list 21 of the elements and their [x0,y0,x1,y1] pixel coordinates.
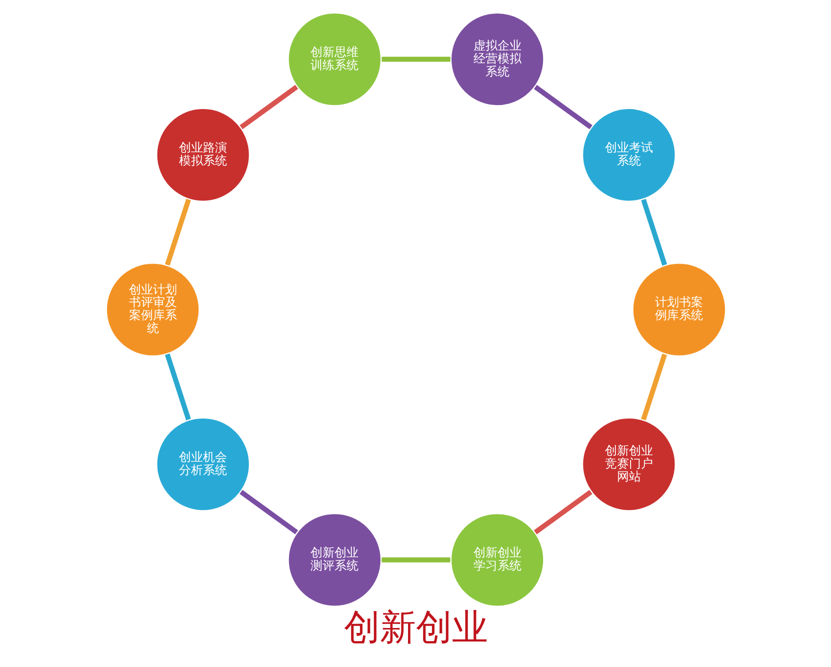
node-circle: 创业考试系统 [580,107,676,203]
node-circle: 创新创业竞赛门户网站 [580,416,676,512]
connector [533,84,592,130]
diagram-title: 创新创业 [344,607,488,648]
connector [239,84,298,130]
node-circle: 创业计划书评审及案例库系统 [104,262,200,358]
node-circle: 计划书案例库系统 [630,262,726,358]
node-circle: 创业机会分析系统 [154,416,250,512]
node-circle: 创新思维训练系统 [286,11,382,108]
node-circle: 创业路演模拟系统 [154,107,250,203]
node-circle: 创新创业学习系统 [449,512,545,608]
connector [164,353,190,420]
node-circle: 虚拟企业经营模拟系统 [449,11,545,108]
node-circle: 创新创业测评系统 [286,512,382,608]
connector [533,490,592,534]
connector [164,198,190,266]
connector [239,490,298,534]
connector [381,557,450,562]
connector [640,198,667,266]
connector [640,354,667,420]
connector [381,56,450,62]
